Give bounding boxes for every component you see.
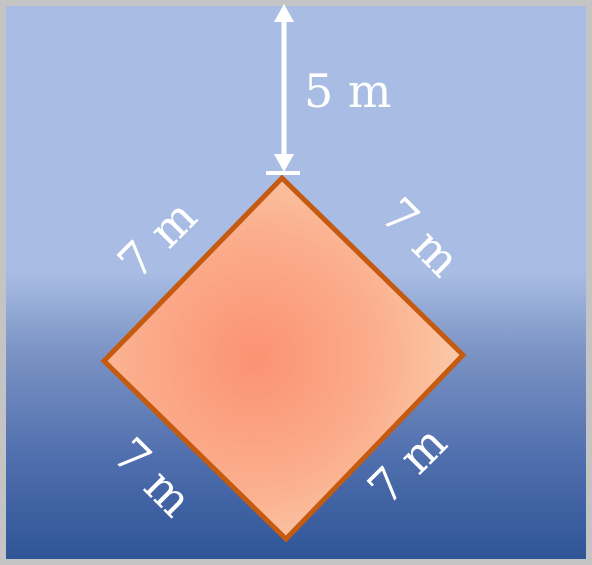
distance-arrow — [266, 4, 300, 175]
distance-label: 5 m — [304, 64, 392, 118]
square-shape — [100, 174, 467, 543]
